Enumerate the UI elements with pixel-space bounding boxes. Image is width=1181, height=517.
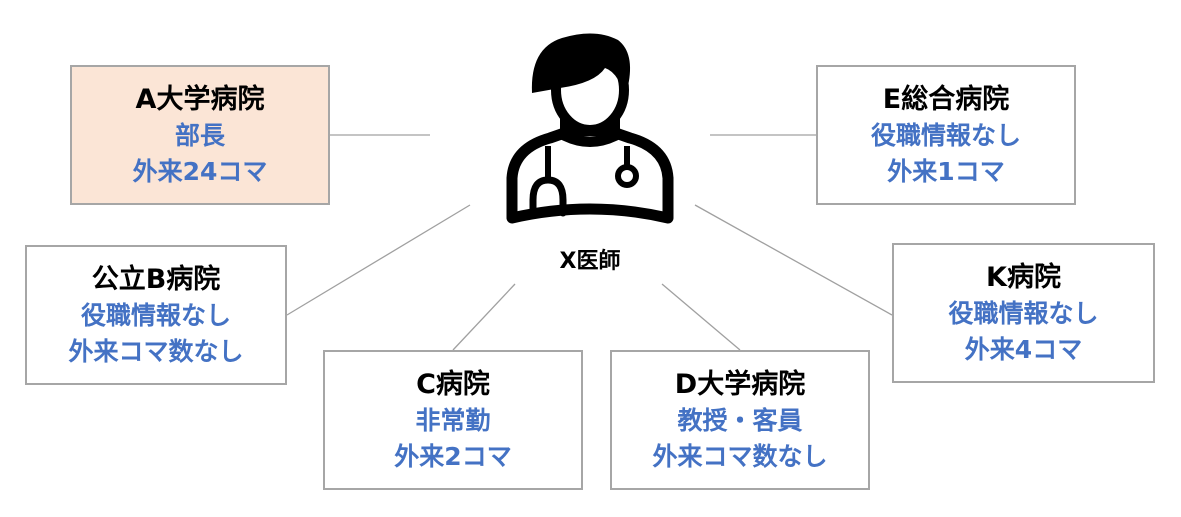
hospital-name: C病院: [416, 368, 490, 400]
hospital-box-c: C病院 非常勤 外来2コマ: [323, 350, 583, 490]
hospital-box-b: 公立B病院 役職情報なし 外来コマ数なし: [25, 245, 287, 385]
hospital-clinic: 外来2コマ: [394, 441, 512, 471]
doctor-icon: [506, 33, 674, 224]
connector-b: [286, 204, 471, 316]
hospital-clinic: 外来コマ数なし: [652, 441, 828, 471]
connector-d: [661, 283, 741, 351]
connector-k: [694, 204, 893, 316]
hospital-name: 公立B病院: [91, 263, 221, 295]
connector-c: [452, 283, 516, 351]
hospital-role: 教授・客員: [677, 405, 803, 435]
hospital-name: E総合病院: [882, 83, 1010, 115]
hospital-clinic: 外来コマ数なし: [68, 336, 244, 366]
hospital-role: 役職情報なし: [948, 298, 1099, 328]
hospital-box-a: A大学病院 部長 外来24コマ: [70, 65, 330, 205]
hospital-box-k: K病院 役職情報なし 外来4コマ: [892, 243, 1155, 383]
hospital-clinic: 外来4コマ: [964, 334, 1083, 364]
hospital-name: A大学病院: [135, 83, 265, 115]
hospital-name: D大学病院: [674, 368, 806, 400]
hospital-role: 役職情報なし: [80, 300, 231, 330]
hospital-role: 役職情報なし: [870, 120, 1021, 150]
hospital-clinic: 外来1コマ: [887, 156, 1005, 186]
hospital-name: K病院: [986, 261, 1061, 293]
hospital-role: 非常勤: [415, 405, 491, 435]
hospital-role: 部長: [174, 120, 225, 150]
hospital-clinic: 外来24コマ: [132, 156, 268, 186]
hospital-box-d: D大学病院 教授・客員 外来コマ数なし: [610, 350, 870, 490]
doctor-label: X医師: [559, 249, 621, 274]
hospital-box-e: E総合病院 役職情報なし 外来1コマ: [816, 65, 1076, 205]
